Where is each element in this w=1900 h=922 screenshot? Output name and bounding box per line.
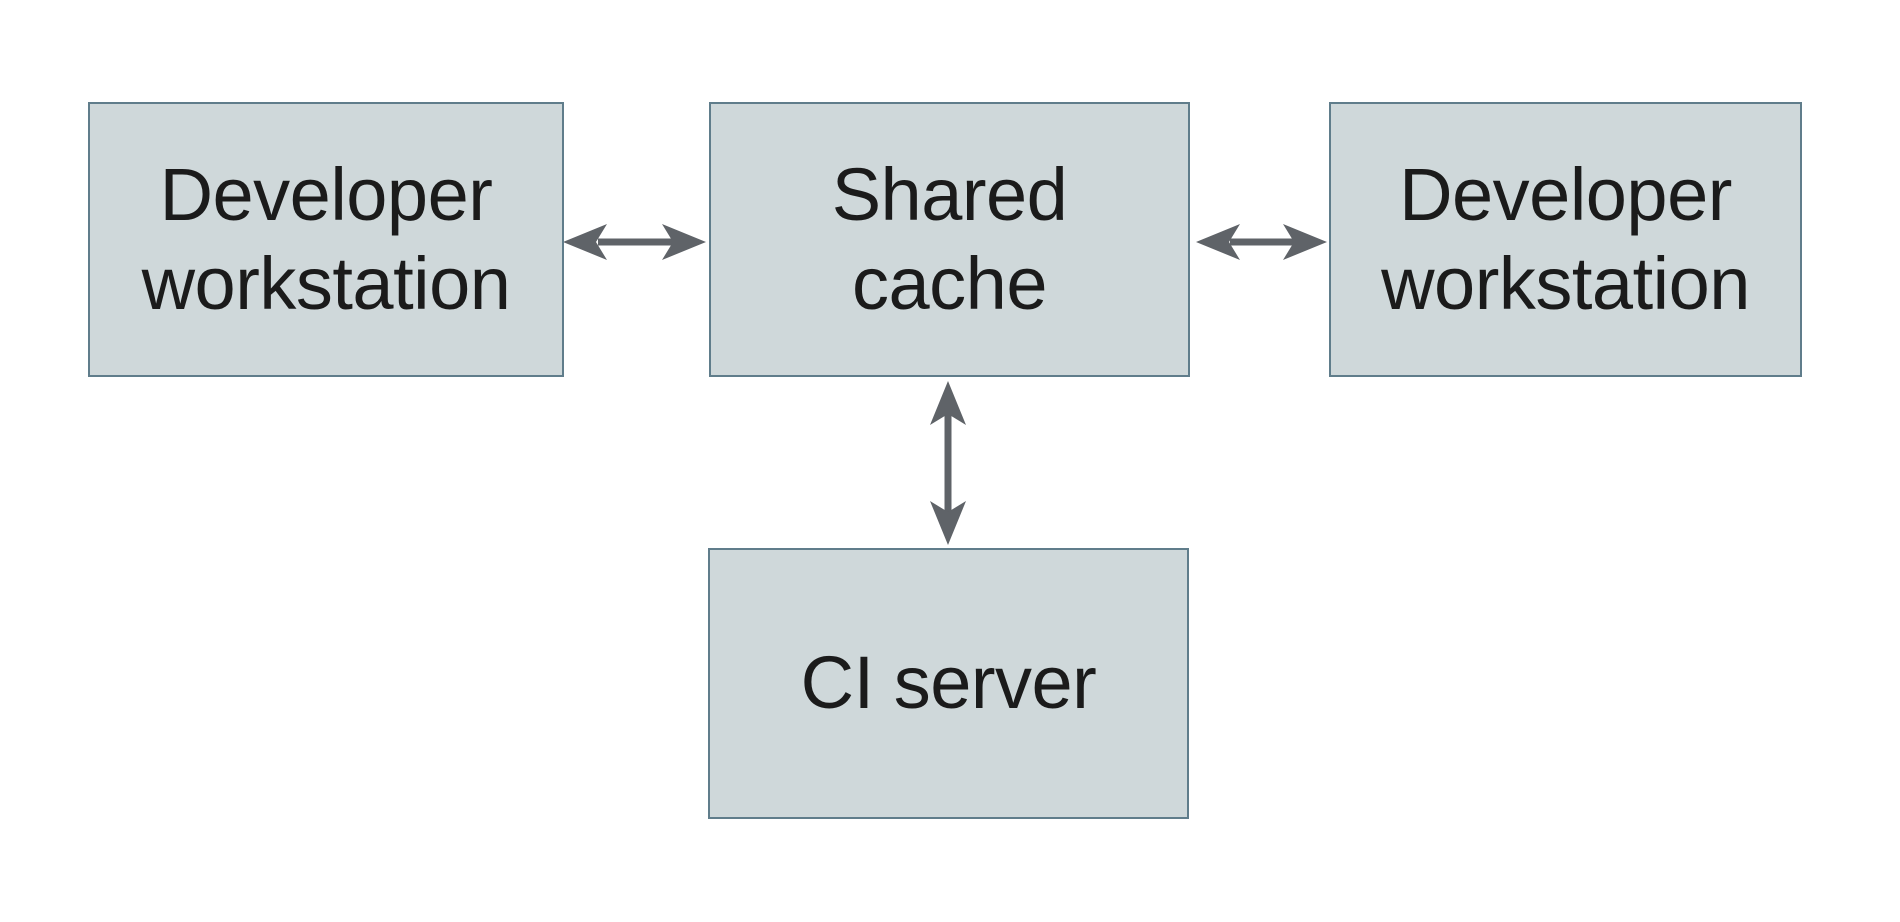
node-label-line: Shared [831,153,1068,237]
node-developer-workstation-left: Developer workstation [88,102,564,377]
edge-shared-cache-right-workstation [1196,224,1327,260]
arrowhead-up-icon [930,381,966,425]
node-ci-server: CI server [708,548,1189,819]
arrowhead-left-icon [1196,224,1240,260]
node-label: CI server [801,639,1097,727]
node-label-line: Developer [1399,153,1732,237]
node-label-line: workstation [1381,241,1750,325]
arrowhead-down-icon [930,501,966,545]
node-developer-workstation-right: Developer workstation [1329,102,1802,377]
node-label: Shared cache [832,151,1068,327]
edge-left-workstation-shared-cache [563,224,706,260]
arrowhead-right-icon [662,224,706,260]
node-label-line: workstation [141,241,511,325]
node-label-line: Developer [159,153,493,237]
node-label: Developer workstation [142,151,511,327]
edge-shared-cache-ci-server [930,381,966,545]
node-label-line: cache [852,241,1047,325]
node-shared-cache: Shared cache [709,102,1190,377]
node-label-line: CI server [800,641,1097,725]
arrowhead-left-icon [563,224,607,260]
arrowhead-right-icon [1283,224,1327,260]
node-label: Developer workstation [1381,151,1750,327]
